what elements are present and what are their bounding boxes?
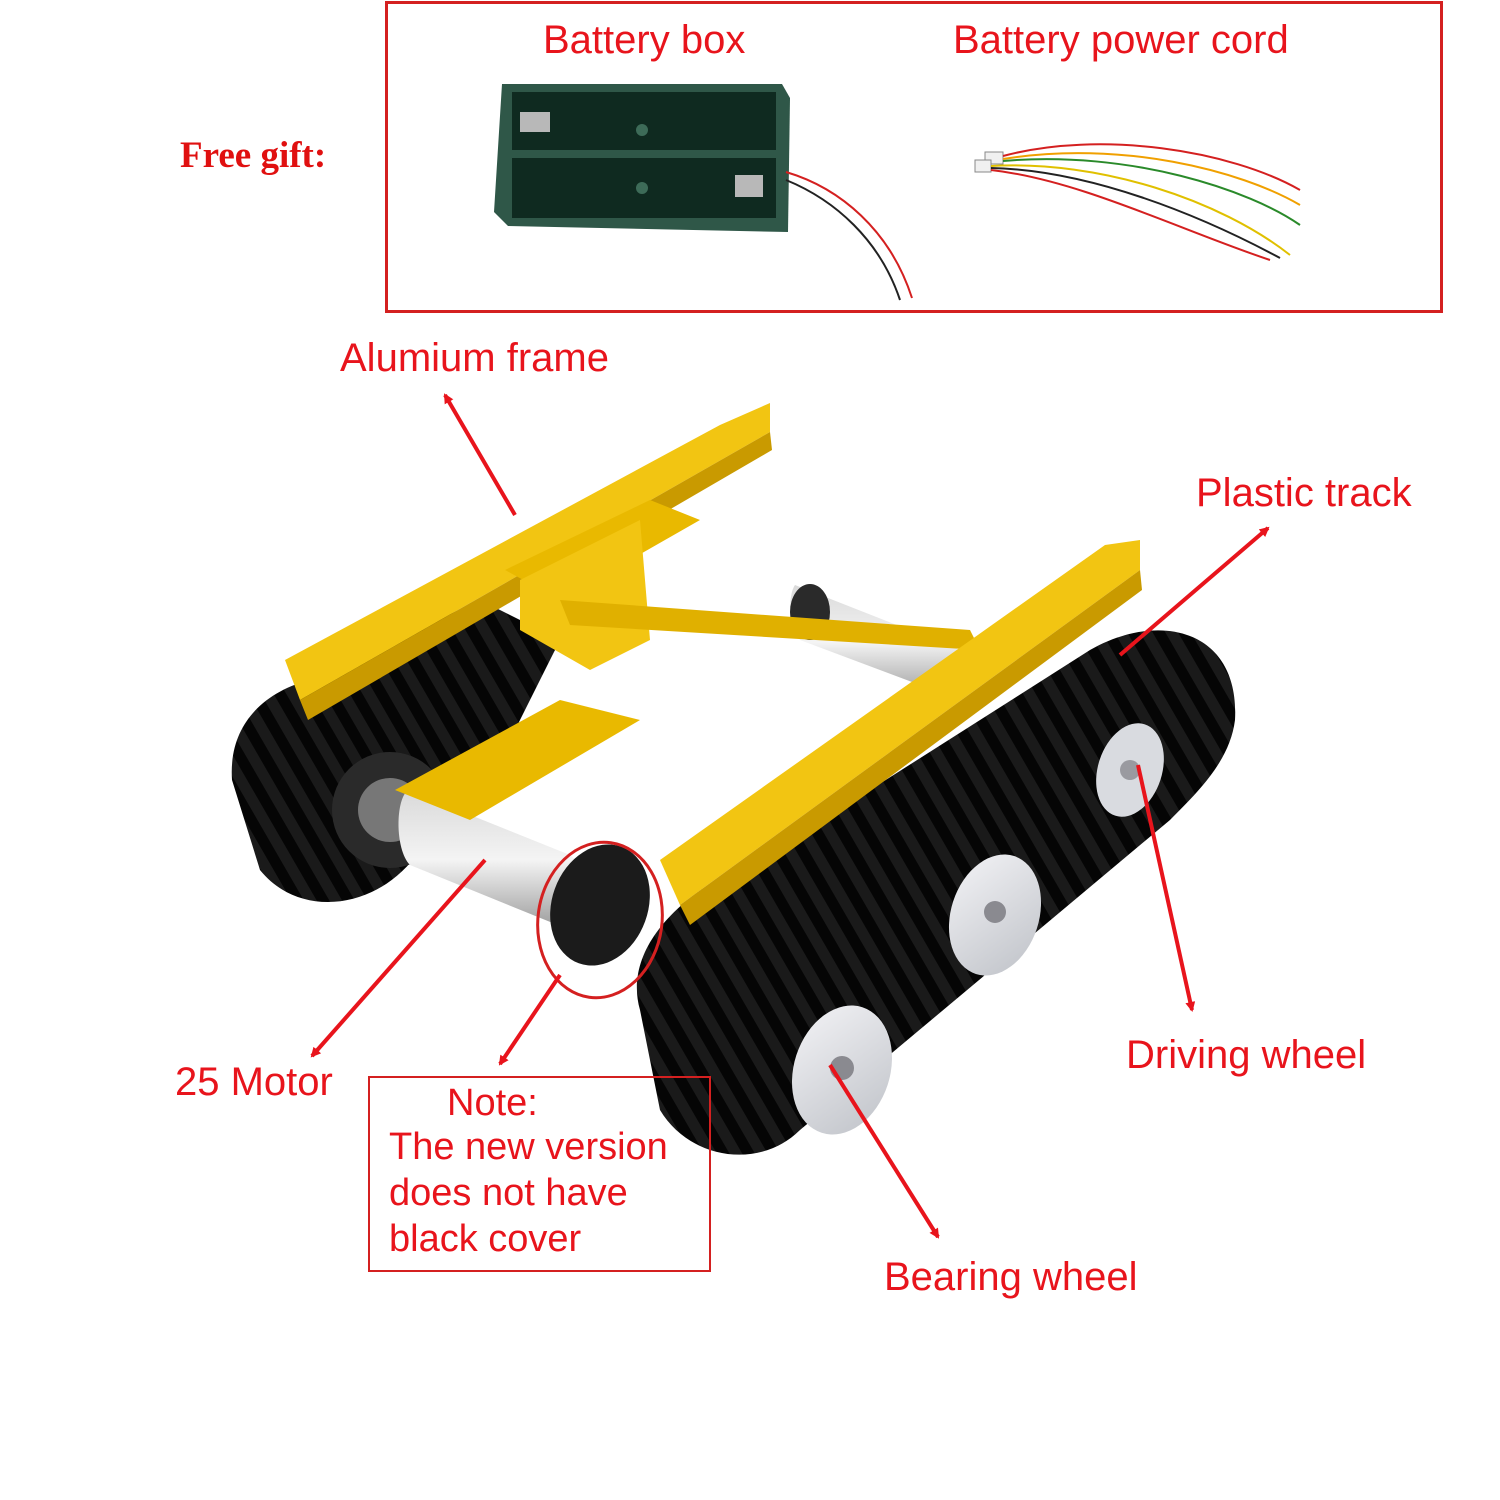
note-line-1: The new version (389, 1126, 668, 1168)
motor-cover-highlight (536, 840, 664, 1000)
driving-wheel-arrow (1136, 764, 1196, 1012)
note-line-3: black cover (389, 1218, 582, 1260)
note-title: Note: (447, 1082, 538, 1124)
battery-box-label: Battery box (543, 18, 746, 62)
note-line-2: does not have (389, 1172, 628, 1214)
bearing-wheel-label: Bearing wheel (884, 1255, 1138, 1299)
motor-label: 25 Motor (175, 1060, 333, 1104)
motor-arrow (310, 858, 487, 1058)
frame-arrow (443, 393, 517, 517)
battery-power-cord-label: Battery power cord (953, 18, 1289, 62)
power-cord-image (974, 143, 1301, 261)
tank-chassis-image (231, 403, 1236, 1155)
free-gift-label: Free gift: (180, 135, 327, 176)
battery-box-image (494, 84, 913, 301)
bearing-wheel-arrow (828, 1063, 940, 1239)
track-arrow (1118, 526, 1270, 657)
plastic-track-label: Plastic track (1196, 471, 1412, 515)
free-gift-panel (385, 1, 1443, 313)
note-box: Note: The new version does not have blac… (368, 1076, 711, 1272)
aluminium-frame-label: Alumium frame (340, 336, 609, 380)
driving-wheel-label: Driving wheel (1126, 1033, 1367, 1077)
note-arrow (498, 973, 562, 1066)
annotation-arrows (310, 393, 1270, 1239)
